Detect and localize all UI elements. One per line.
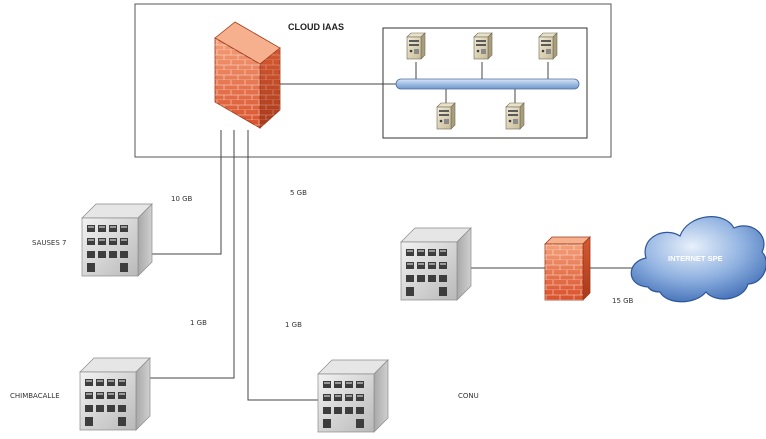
sauses-building-icon (81, 203, 153, 277)
server-icon (436, 102, 456, 130)
network-bus (395, 78, 580, 90)
top-bandwidth-label: 5 GB (290, 189, 307, 197)
server-icon (505, 102, 525, 130)
conu-building-icon (317, 359, 389, 433)
internet-cloud-icon: INTERNET SPE (630, 216, 766, 303)
cloud-iaas-title: CLOUD IAAS (288, 22, 344, 32)
chimbacalle-link (150, 130, 235, 379)
server-icon (538, 32, 558, 60)
connection-lines (150, 62, 636, 401)
sauses-label: SAUSES 7 (32, 239, 66, 247)
internet-bandwidth-label: 15 GB (612, 297, 634, 305)
edge-firewall-icon (544, 236, 591, 301)
firewall-icon (214, 21, 281, 129)
chimbacalle-bandwidth-label: 1 GB (190, 319, 207, 327)
internet-label: INTERNET SPE (668, 254, 723, 263)
sauses-bandwidth-label: 10 GB (171, 195, 193, 203)
server-icon (406, 32, 426, 60)
chimbacalle-building-icon (79, 357, 151, 431)
server-cluster-box (382, 27, 588, 139)
chimbacalle-label: CHIMBACALLE (10, 392, 60, 400)
cloud-iaas-boundary (134, 3, 612, 158)
server-icon (473, 32, 493, 60)
hq-building-icon (400, 227, 472, 301)
conu-bandwidth-label: 1 GB (285, 321, 302, 329)
conu-link (247, 130, 318, 401)
conu-label: CONU (458, 392, 479, 400)
sauses-link (152, 130, 222, 255)
